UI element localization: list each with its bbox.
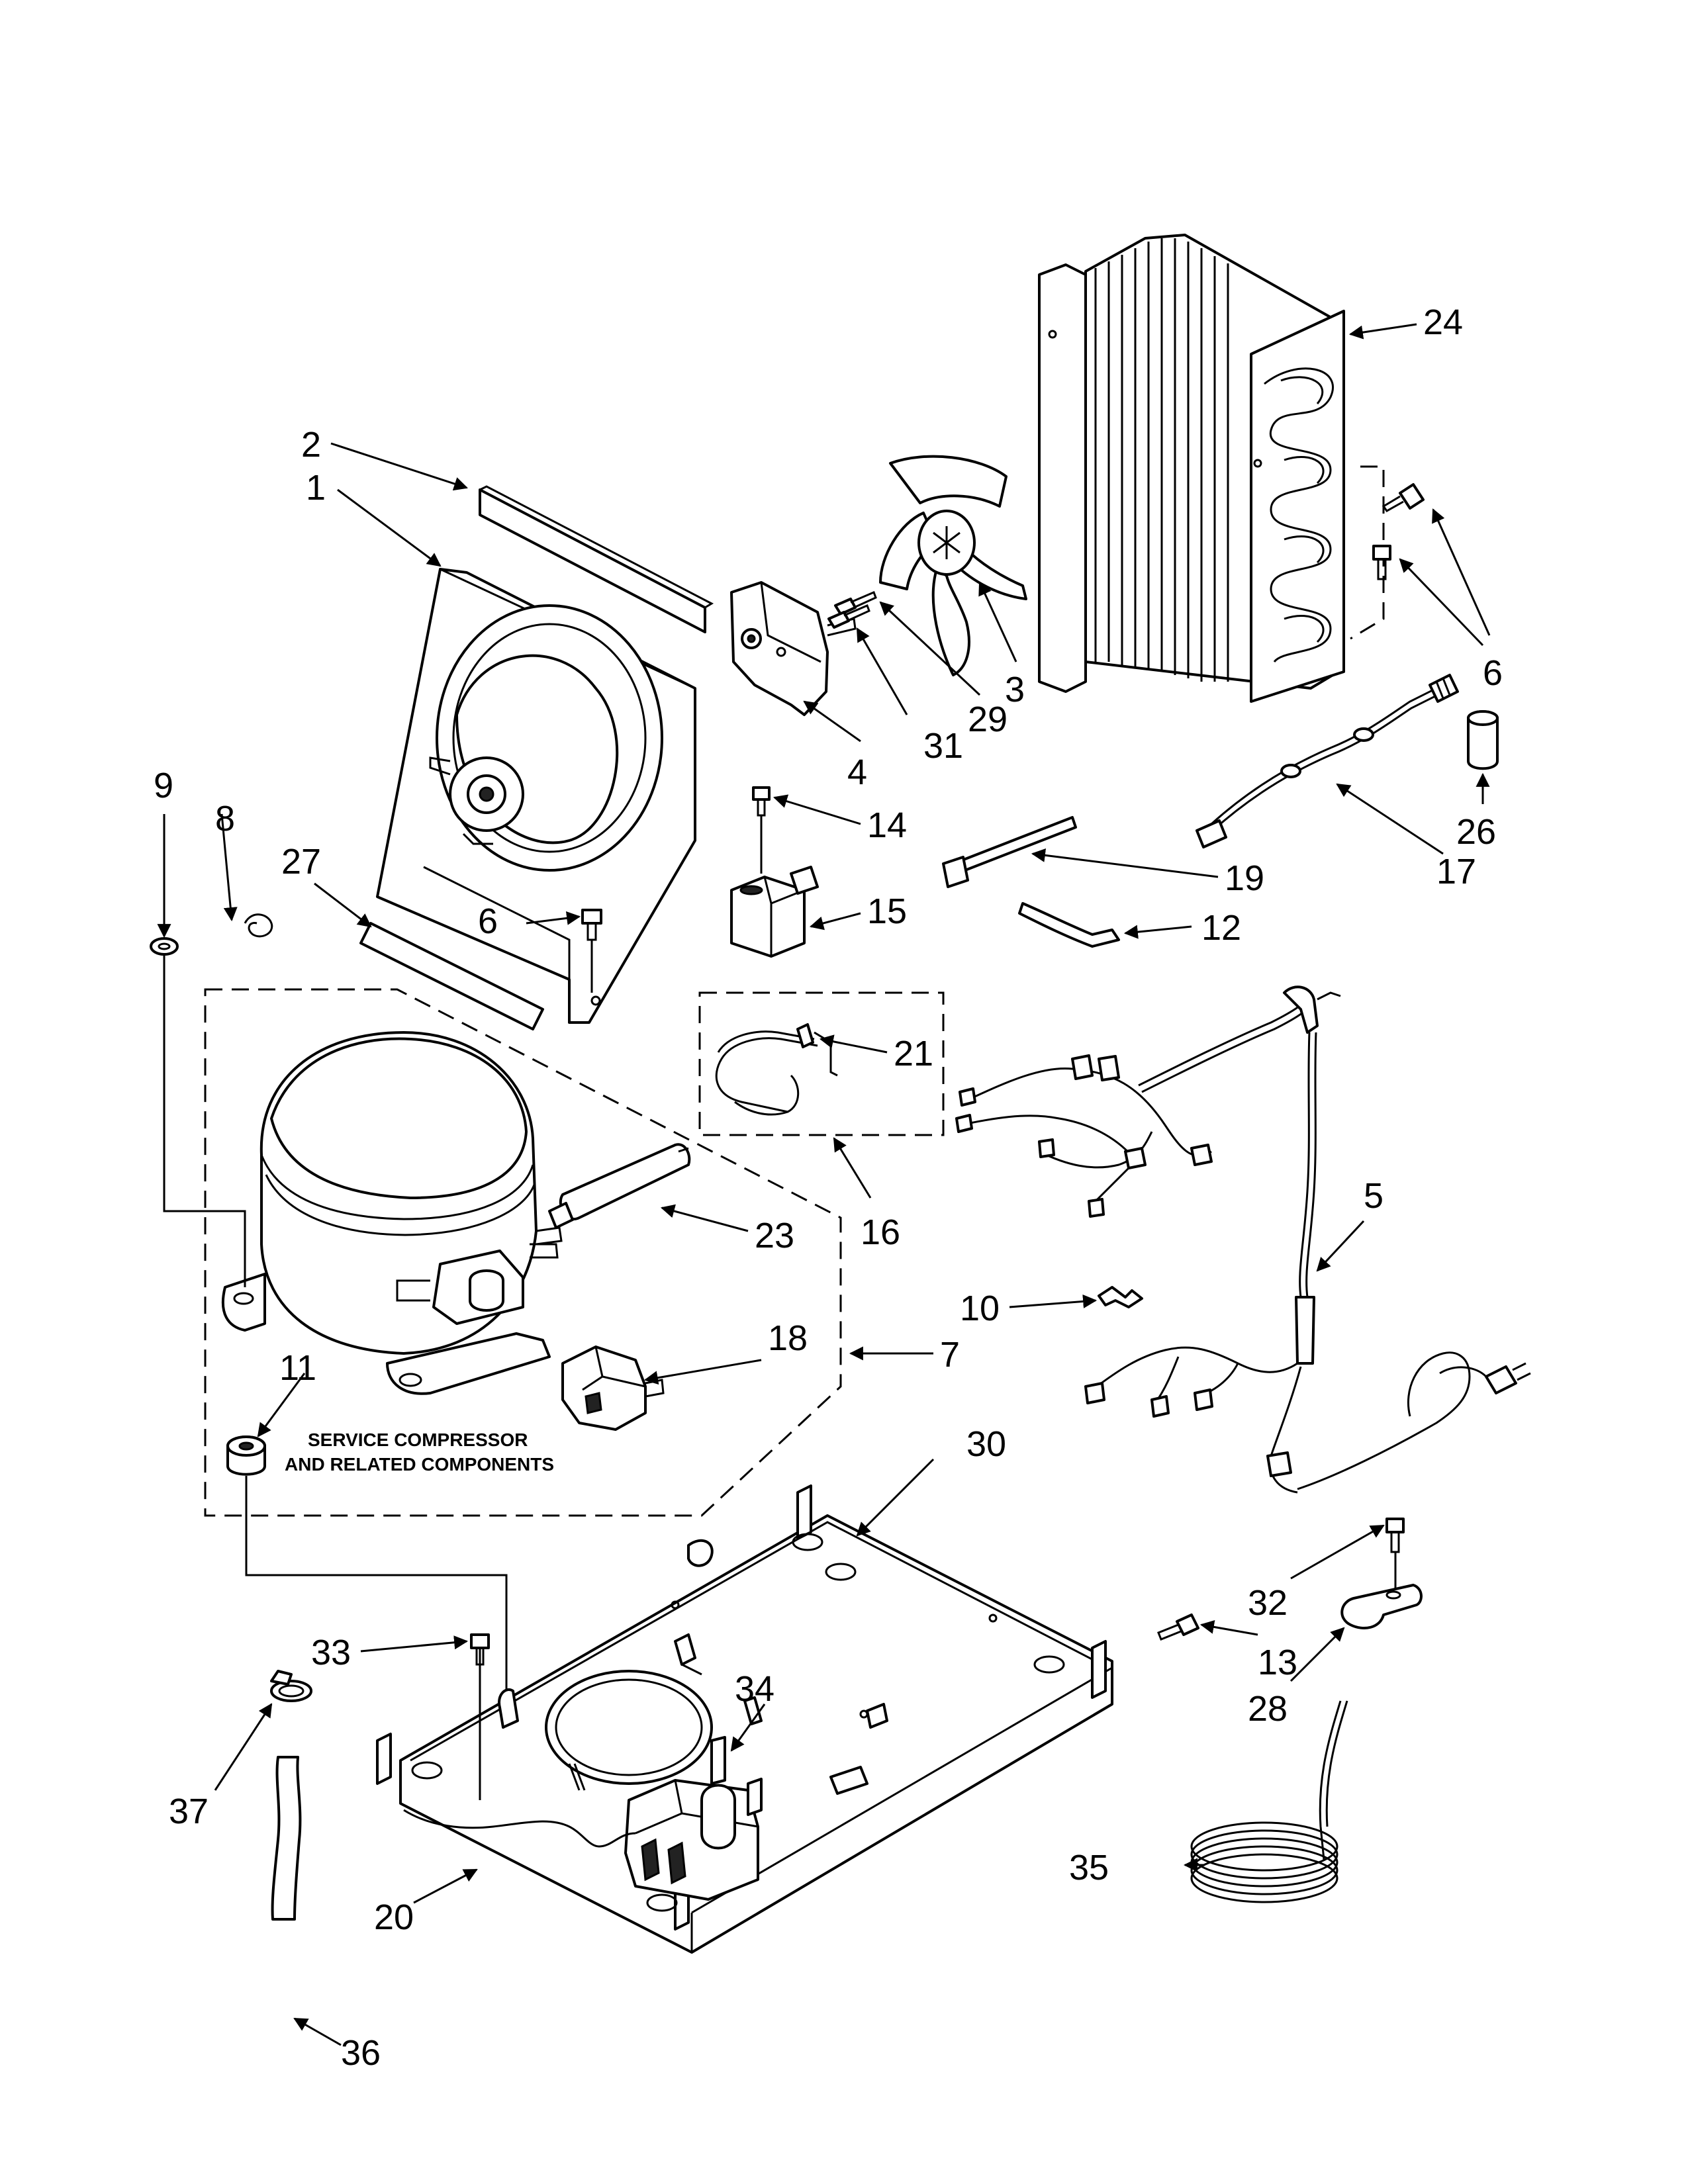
screw-right-top[interactable] <box>1382 483 1425 512</box>
drier-bracket[interactable] <box>715 1023 838 1116</box>
compressor-group-outline <box>204 988 842 1517</box>
drain-tube[interactable] <box>403 1809 636 1848</box>
foam-strip[interactable] <box>479 485 714 633</box>
callout-16: 16 <box>861 1212 900 1252</box>
solenoid-coil[interactable] <box>730 866 819 958</box>
callout-6-left: 6 <box>478 901 498 941</box>
callout-24: 24 <box>1423 302 1463 342</box>
callout-12: 12 <box>1201 908 1241 948</box>
callout-19: 19 <box>1225 858 1264 898</box>
gasket-strip[interactable] <box>359 922 544 1030</box>
callout-9: 9 <box>154 766 173 805</box>
callout-3: 3 <box>1005 670 1025 709</box>
capacitor[interactable] <box>1467 710 1499 770</box>
callout-35: 35 <box>1069 1848 1109 1888</box>
callout-10: 10 <box>960 1289 1000 1328</box>
callout-6-right: 6 <box>1483 653 1503 693</box>
callout-37: 37 <box>169 1792 209 1831</box>
fan-blade[interactable] <box>879 455 1027 676</box>
base-pan[interactable] <box>376 1484 1113 1954</box>
callout-30: 30 <box>966 1424 1006 1464</box>
grommet[interactable] <box>150 937 179 956</box>
screw-right-bottom[interactable] <box>1372 545 1391 580</box>
wire-clip[interactable] <box>1098 1286 1143 1308</box>
callout-14: 14 <box>867 805 907 845</box>
callout-20: 20 <box>374 1897 414 1937</box>
callout-13: 13 <box>1258 1643 1297 1682</box>
hose-clamp[interactable] <box>270 1670 312 1702</box>
tube-12[interactable] <box>1018 902 1120 948</box>
thermistor-cable[interactable] <box>1196 674 1459 848</box>
callout-5: 5 <box>1364 1176 1383 1216</box>
callout-7: 7 <box>940 1335 960 1375</box>
callout-28: 28 <box>1248 1689 1288 1729</box>
callout-31: 31 <box>923 726 963 766</box>
callout-1: 1 <box>306 468 326 508</box>
callout-36: 36 <box>341 2033 381 2073</box>
fan-motor[interactable] <box>730 581 857 716</box>
callout-15: 15 <box>867 891 907 931</box>
water-valve[interactable] <box>624 1736 763 1901</box>
compressor[interactable] <box>221 1031 563 1395</box>
callout-32: 32 <box>1248 1583 1288 1623</box>
coiled-tubing[interactable] <box>1190 1700 1348 1903</box>
tube-clamp[interactable] <box>1340 1584 1423 1629</box>
callout-33: 33 <box>311 1633 351 1672</box>
callout-27: 27 <box>281 842 321 882</box>
callout-4: 4 <box>847 752 867 792</box>
screw-14[interactable] <box>752 786 771 817</box>
drain-hose[interactable] <box>271 1756 302 1921</box>
condenser-fan-assembly[interactable] <box>376 568 696 1024</box>
clip[interactable] <box>244 913 273 938</box>
callout-26: 26 <box>1456 812 1496 852</box>
cable-tie[interactable] <box>942 816 1077 888</box>
callout-23: 23 <box>755 1216 794 1255</box>
service-note-line2: AND RELATED COMPONENTS <box>285 1454 554 1475</box>
service-note-line1: SERVICE COMPRESSOR <box>308 1430 528 1450</box>
filter-drier[interactable] <box>548 1143 691 1229</box>
callout-17: 17 <box>1436 852 1476 891</box>
wiring-harness[interactable] <box>955 985 1531 1494</box>
screw-31[interactable] <box>827 604 870 629</box>
callout-18: 18 <box>768 1318 808 1358</box>
screw-29[interactable] <box>834 591 877 615</box>
rubber-grommet[interactable] <box>226 1435 266 1476</box>
condenser-coil[interactable] <box>1038 234 1385 703</box>
leader-lines <box>157 323 1491 2046</box>
callout-34: 34 <box>735 1669 774 1709</box>
callout-29: 29 <box>968 700 1008 739</box>
screw-33[interactable] <box>470 1633 490 1666</box>
screw-13[interactable] <box>1157 1614 1199 1641</box>
callout-21: 21 <box>894 1034 933 1073</box>
drier-group-outline <box>698 991 945 1136</box>
start-relay[interactable] <box>561 1345 665 1431</box>
screw-32[interactable] <box>1385 1518 1405 1553</box>
callout-2: 2 <box>301 425 321 465</box>
callout-8: 8 <box>215 799 235 839</box>
callout-11: 11 <box>279 1348 316 1388</box>
